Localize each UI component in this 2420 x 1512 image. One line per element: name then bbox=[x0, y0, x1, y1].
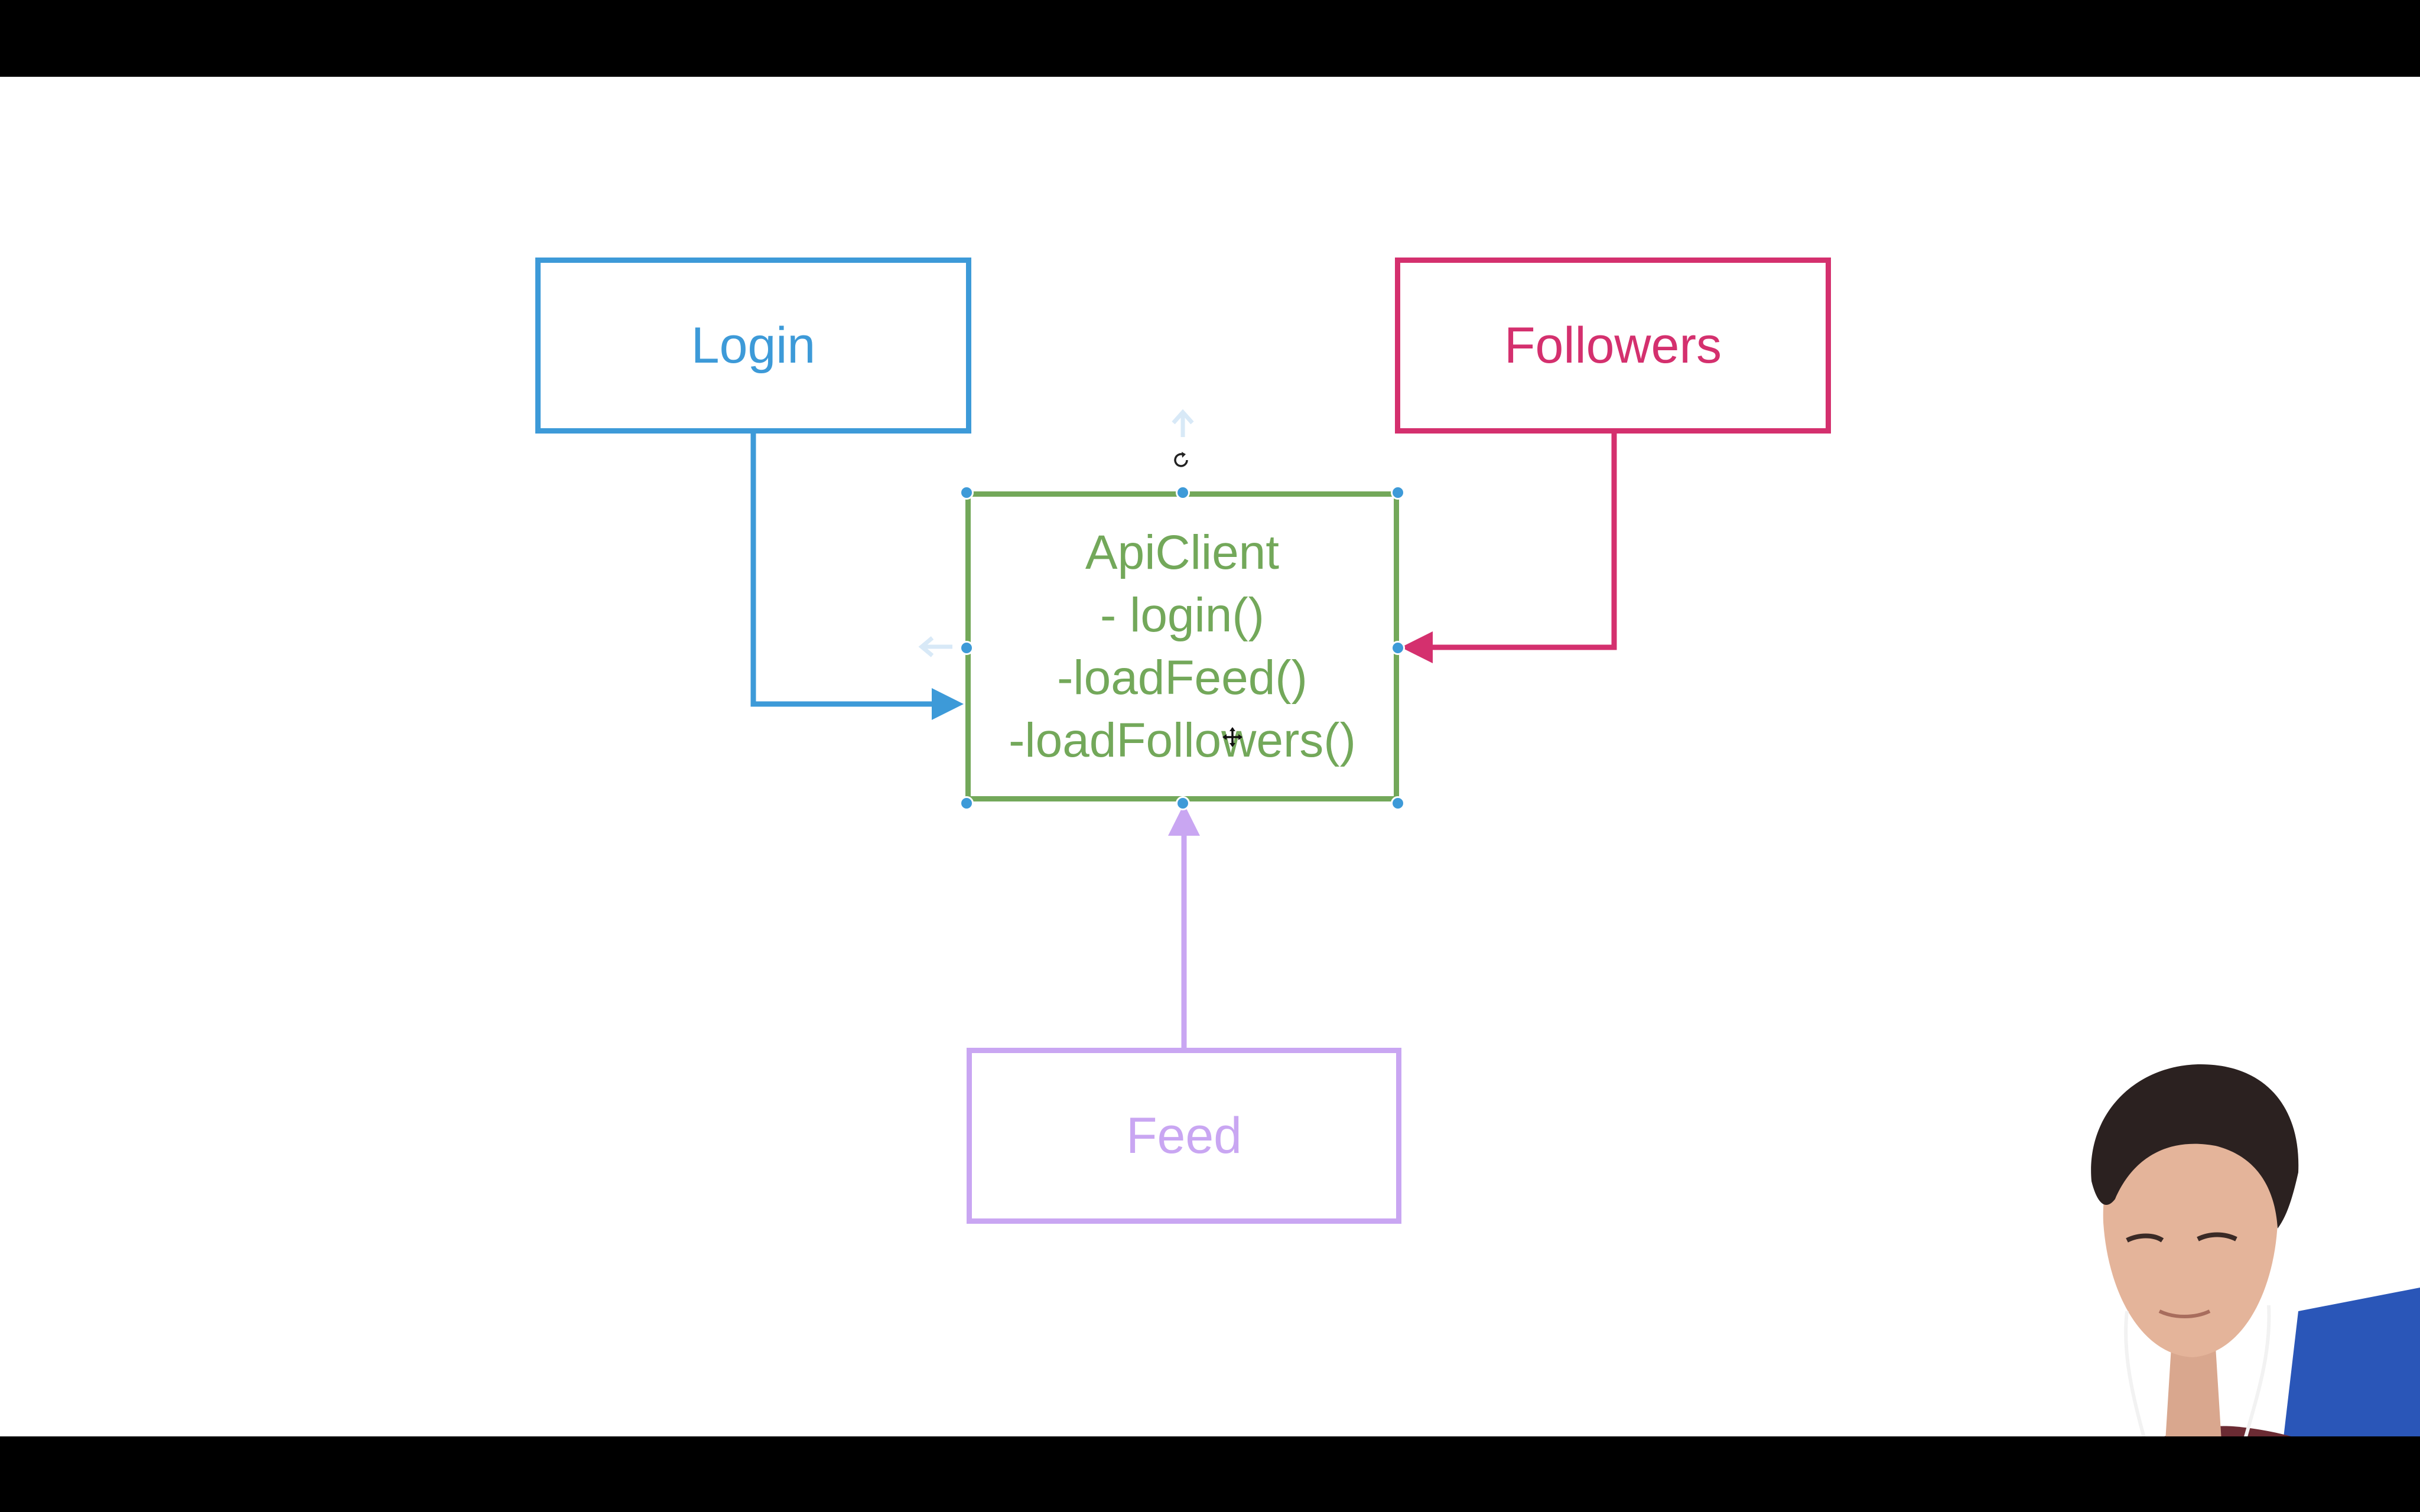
apiclient-node[interactable]: ApiClient - login() -loadFeed() -loadFol… bbox=[965, 491, 1399, 801]
resize-handle-middle-right[interactable] bbox=[1391, 641, 1405, 655]
apiclient-method-login: - login() bbox=[1100, 588, 1264, 642]
letterbox-bottom bbox=[0, 1436, 2420, 1512]
feed-node[interactable]: Feed bbox=[967, 1048, 1401, 1224]
ghost-arrow-left-icon bbox=[918, 636, 952, 657]
apiclient-title: ApiClient bbox=[1085, 525, 1280, 579]
feed-node-label: Feed bbox=[1126, 1107, 1242, 1164]
letterbox-top bbox=[0, 0, 2420, 77]
edge-followers-to-apiclient[interactable] bbox=[1401, 434, 1617, 663]
move-cursor-icon bbox=[1222, 727, 1242, 747]
resize-handle-bottom-right[interactable] bbox=[1391, 796, 1405, 810]
rotate-handle-icon[interactable] bbox=[1170, 449, 1192, 471]
resize-handle-bottom-center[interactable] bbox=[1176, 796, 1190, 810]
edge-login-to-apiclient[interactable] bbox=[750, 434, 964, 720]
followers-node[interactable]: Followers bbox=[1395, 258, 1831, 434]
resize-handle-top-left[interactable] bbox=[959, 485, 974, 500]
resize-handle-top-right[interactable] bbox=[1391, 485, 1405, 500]
apiclient-method-loadfollowers: -loadFollowers() bbox=[1009, 713, 1356, 767]
followers-node-label: Followers bbox=[1504, 317, 1722, 374]
resize-handle-middle-left[interactable] bbox=[959, 641, 974, 655]
diagram-canvas[interactable]: Login Followers ApiClient - login() -loa… bbox=[0, 77, 2420, 1436]
resize-handle-top-center[interactable] bbox=[1176, 485, 1190, 500]
apiclient-method-loadfeed: -loadFeed() bbox=[1057, 650, 1307, 705]
presenter-webcam-image bbox=[2091, 1064, 2420, 1436]
login-node[interactable]: Login bbox=[535, 258, 971, 434]
login-node-label: Login bbox=[691, 317, 816, 374]
connectors-layer bbox=[750, 409, 1617, 1048]
ghost-arrow-up-icon bbox=[1172, 409, 1194, 437]
resize-handle-bottom-left[interactable] bbox=[959, 796, 974, 810]
